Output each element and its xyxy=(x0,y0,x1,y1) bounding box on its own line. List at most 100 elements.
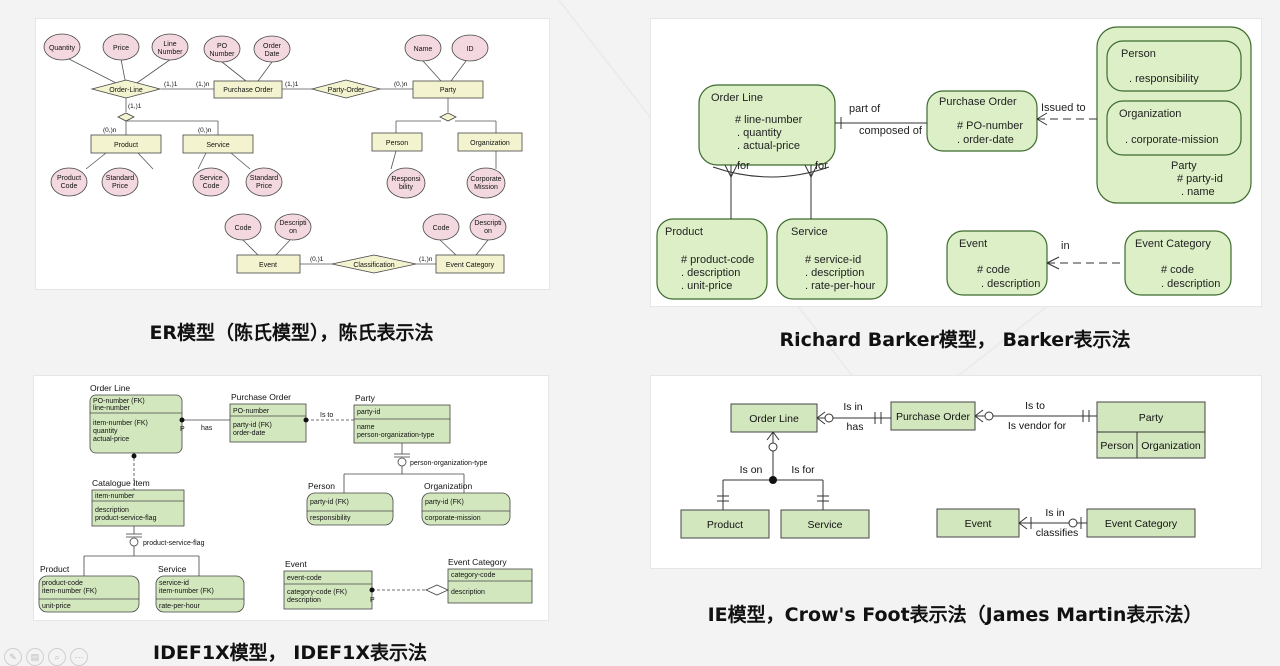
pen-icon[interactable]: ✎ xyxy=(4,648,22,666)
idef-service-attr: rate-per-hour xyxy=(159,603,201,610)
ie-label-is-vendor-for: Is vendor for xyxy=(1008,420,1067,432)
idef-event-category-attr: description xyxy=(451,589,485,596)
barker-person-title: Person xyxy=(1121,48,1156,60)
barker-event-category-attr: # code xyxy=(1161,264,1194,276)
er-attr-product-code: Product xyxy=(57,175,81,182)
er-attr-corporate-mission: Mission xyxy=(474,184,498,191)
er-rel-party-order: Party-Order xyxy=(328,87,365,94)
more-icon[interactable]: ⋯ xyxy=(70,648,88,666)
er-attr-responsibility: Responsi xyxy=(391,176,421,183)
barker-po-title: Purchase Order xyxy=(939,96,1017,108)
caption-er: ER模型（陈氏模型），陈氏表示法 xyxy=(149,322,434,344)
er-attr-category-description: Descripti xyxy=(474,220,502,227)
er-attr-event-description: Descripti xyxy=(279,220,307,227)
barker-po-attr: . order-date xyxy=(957,134,1014,146)
er-attr-corporate-mission: Corporate xyxy=(470,176,501,183)
idef-organization-attr: corporate-mission xyxy=(425,515,481,522)
er-attr-quantity: Quantity xyxy=(49,45,76,52)
barker-organization-attr: . corporate-mission xyxy=(1125,134,1219,146)
barker-order-line-title: Order Line xyxy=(711,92,763,104)
er-attr-order-date: Order xyxy=(263,43,282,50)
barker-diagram-panel: Person . responsibility Organization . c… xyxy=(650,18,1262,307)
barker-order-line-attr: . quantity xyxy=(737,127,782,139)
er-attr-responsibility: bility xyxy=(399,184,414,191)
ie-label-is-for: Is for xyxy=(791,464,815,476)
ie-label-classifies: classifies xyxy=(1036,527,1079,539)
idef-product-attr: unit-price xyxy=(42,603,71,610)
er-attr-standard-price: Standard xyxy=(250,175,279,182)
barker-label-for: for xyxy=(737,160,750,172)
ie-entity-person: Person xyxy=(1100,440,1133,452)
barker-party-attr: . name xyxy=(1181,186,1215,198)
idef-catalogue-title: Catalogue Item xyxy=(92,478,150,488)
er-card: (1,)1 xyxy=(285,81,299,88)
er-attr-line-number: Line xyxy=(163,41,176,48)
er-attr-event-description: on xyxy=(289,228,297,235)
barker-label-part-of: part of xyxy=(849,103,881,115)
idef1x-diagram-panel: Order Line PO-number (FK) line-number it… xyxy=(33,375,549,621)
idef-event-key: event-code xyxy=(287,575,322,582)
er-card: (0,)n xyxy=(103,127,117,134)
idef-order-line-attr: actual-price xyxy=(93,436,129,443)
barker-service-attr: # service-id xyxy=(805,254,861,266)
barker-service-attr: . rate-per-hour xyxy=(805,280,876,292)
idef-party-key: party-id xyxy=(357,409,380,416)
idef-event-attr: description xyxy=(287,597,321,604)
barker-order-line-attr: . actual-price xyxy=(737,140,800,152)
er-card: (0,)n xyxy=(394,81,408,88)
idef-order-line-attr: quantity xyxy=(93,428,118,435)
zoom-icon[interactable]: ⌕ xyxy=(48,648,66,666)
barker-organization-title: Organization xyxy=(1119,108,1181,120)
er-card: (1,)1 xyxy=(164,81,178,88)
ie-label-is-to: Is to xyxy=(1025,400,1045,412)
er-rel-order-line: Order-Line xyxy=(109,87,143,94)
er-attr-standard-price: Standard xyxy=(106,175,135,182)
idef-catalogue-attr: description xyxy=(95,507,129,514)
idef-label-discriminator: person-organization-type xyxy=(410,460,488,467)
idef-event-category-title: Event Category xyxy=(448,557,507,567)
ie-label-is-in: Is in xyxy=(1045,507,1064,519)
idef-catalogue-key: item-number xyxy=(95,493,135,500)
idef-service-key: item-number (FK) xyxy=(159,588,214,595)
er-attr-po-number: Number xyxy=(210,51,236,58)
er-card: (0,)1 xyxy=(310,256,324,263)
er-entity-purchase-order: Purchase Order xyxy=(223,87,273,94)
er-attr-product-code: Code xyxy=(61,183,78,190)
barker-person-attr: . responsibility xyxy=(1129,73,1199,85)
er-card: (1,)n xyxy=(419,256,433,263)
idef1x-diagram: Order Line PO-number (FK) line-number it… xyxy=(38,383,533,613)
er-attr-order-date: Date xyxy=(265,51,280,58)
ie-diagram: Order Line Purchase Order Party Person O… xyxy=(680,400,1206,539)
idef-service-title: Service xyxy=(158,564,187,574)
idef-product-title: Product xyxy=(40,564,70,574)
idef-po-attr: party-id (FK) xyxy=(233,422,272,429)
idef-event-title: Event xyxy=(285,559,307,569)
barker-service-attr: . description xyxy=(805,267,864,279)
er-attr-event-code: Code xyxy=(235,225,252,232)
er-card: (1,)1 xyxy=(128,103,142,110)
er-attr-standard-price: Price xyxy=(112,183,128,190)
barker-event-title: Event xyxy=(959,238,987,250)
er-attr-category-code: Code xyxy=(433,225,450,232)
ie-entity-product: Product xyxy=(707,519,743,531)
page-icon[interactable]: ▤ xyxy=(26,648,44,666)
er-attr-service-code: Code xyxy=(203,183,220,190)
ie-entity-party: Party xyxy=(1139,412,1164,424)
ie-label-is-on: Is on xyxy=(740,464,763,476)
barker-diagram: Person . responsibility Organization . c… xyxy=(656,26,1252,300)
barker-product-title: Product xyxy=(665,226,703,238)
idef-product-key: product-code xyxy=(42,580,83,587)
er-entity-product: Product xyxy=(114,142,138,149)
barker-po-attr: # PO-number xyxy=(957,120,1023,132)
idef-party-attr: name xyxy=(357,424,375,431)
idef-po-attr: order-date xyxy=(233,430,265,437)
barker-service-title: Service xyxy=(791,226,828,238)
er-entity-organization: Organization xyxy=(470,140,510,147)
barker-label-for: for xyxy=(815,160,828,172)
barker-product-attr: . unit-price xyxy=(681,280,732,292)
er-card: (1,)n xyxy=(196,81,210,88)
barker-event-category-attr: . description xyxy=(1161,278,1220,290)
barker-event-attr: . description xyxy=(981,278,1040,290)
idef-event-attr: category-code (FK) xyxy=(287,589,347,596)
er-attr-price: Price xyxy=(113,45,129,52)
